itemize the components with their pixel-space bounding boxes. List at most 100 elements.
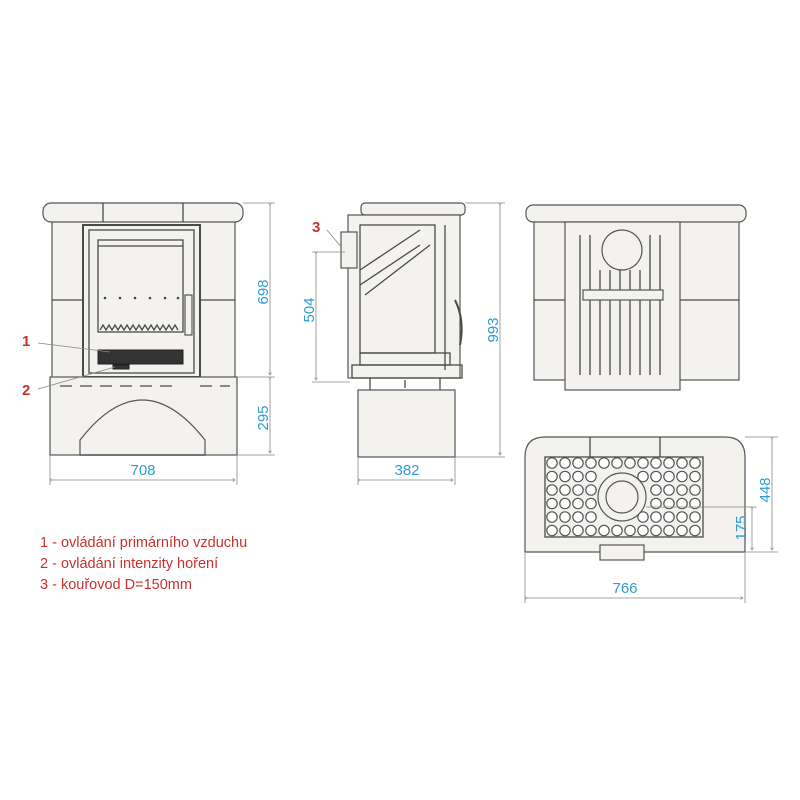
grid-hole [650,511,662,523]
back-top-cap [525,204,747,223]
burn-intensity-control [112,364,130,370]
grid-hole [663,497,675,510]
front-arch [79,399,206,456]
side-top [360,202,466,216]
grid-hole [637,511,649,523]
grid-hole [585,457,597,469]
front-glass [97,239,184,333]
grid-hole [559,484,571,496]
grid-hole [676,524,688,537]
grid-hole [689,484,701,496]
back-ribs [579,235,661,375]
grid-hole [585,524,597,537]
grid-hole [598,457,610,469]
callout-1: 1 [22,333,30,350]
grid-hole [650,497,662,510]
top-dimensions: 448 175 766 [524,436,778,603]
baffle [359,229,431,296]
grid-hole [559,497,571,510]
grid-hole [572,457,584,469]
grid-hole [689,470,701,483]
grid-hole [624,524,636,537]
dim-top-width: 766 [612,580,637,597]
side-body [347,214,461,379]
dim-top-depth: 448 [757,477,774,502]
dim-width: 708 [130,462,155,479]
side-view [340,202,466,458]
grid-hole [650,470,662,483]
grid-hole [585,470,597,483]
grid-hole [663,511,675,523]
front-view [42,202,244,456]
grid-hole [546,457,558,469]
grid-hole [559,511,571,523]
top-hole-grid [546,457,701,537]
dim-total-height: 993 [485,317,502,342]
dim-height-base: 295 [255,405,272,430]
grid-hole [572,524,584,537]
grid-hole [598,524,610,537]
grid-hole [585,484,597,496]
grid-hole [676,484,688,496]
grid-hole [585,497,597,510]
side-base [357,389,456,458]
grid-hole [650,524,662,537]
callout-2: 2 [22,382,30,399]
legend-item-1: 1 - ovládání primárního vzduchu [40,535,247,551]
grid-hole [572,497,584,510]
back-flue-outlet [601,229,643,271]
grid-hole [637,470,649,483]
dim-height-top: 698 [255,279,272,304]
grid-hole [559,524,571,537]
grid-hole [689,497,701,510]
grid-hole [663,457,675,469]
back-view [525,204,747,391]
grid-hole [676,470,688,483]
front-top-cap [42,202,244,223]
grid-hole [676,497,688,510]
grid-hole [676,457,688,469]
grid-hole [546,484,558,496]
top-flue-outlet [605,480,639,514]
legend-item-3: 3 - kouřovod D=150mm [40,577,192,593]
flue-pipe [340,231,358,269]
front-grate [99,323,179,332]
legend-item-2: 2 - ovládání intenzity hoření [40,556,218,572]
grid-hole [546,497,558,510]
grid-hole [650,484,662,496]
front-dimensions: 698 295 708 1 2 [22,202,275,485]
grid-hole [585,511,597,523]
grid-hole [559,457,571,469]
top-grid-frame [544,456,704,538]
grid-hole [663,484,675,496]
door-handle [184,294,193,336]
grid-hole [663,470,675,483]
legend: 1 - ovládání primárního vzduchu 2 - ovlá… [40,535,247,593]
grid-hole [611,524,623,537]
callout-3: 3 [312,219,320,236]
dim-depth: 382 [394,462,419,479]
grid-hole [546,524,558,537]
grid-hole [637,457,649,469]
grid-hole [611,457,623,469]
grid-hole [624,457,636,469]
grid-hole [559,470,571,483]
side-dimensions: 993 504 382 3 [301,202,505,485]
front-rivets [103,296,180,300]
grid-hole [572,511,584,523]
top-front-handle [599,544,645,561]
side-handle [454,299,463,346]
grid-hole [572,484,584,496]
primary-air-control [97,349,184,365]
grid-hole [650,457,662,469]
back-bracket [582,289,664,301]
grid-hole [663,524,675,537]
grid-hole [689,511,701,523]
grid-hole [689,524,701,537]
grid-hole [676,511,688,523]
grid-hole [546,470,558,483]
dim-flue-height: 504 [301,297,318,322]
grid-hole [689,457,701,469]
dim-flue-offset: 175 [733,515,750,540]
